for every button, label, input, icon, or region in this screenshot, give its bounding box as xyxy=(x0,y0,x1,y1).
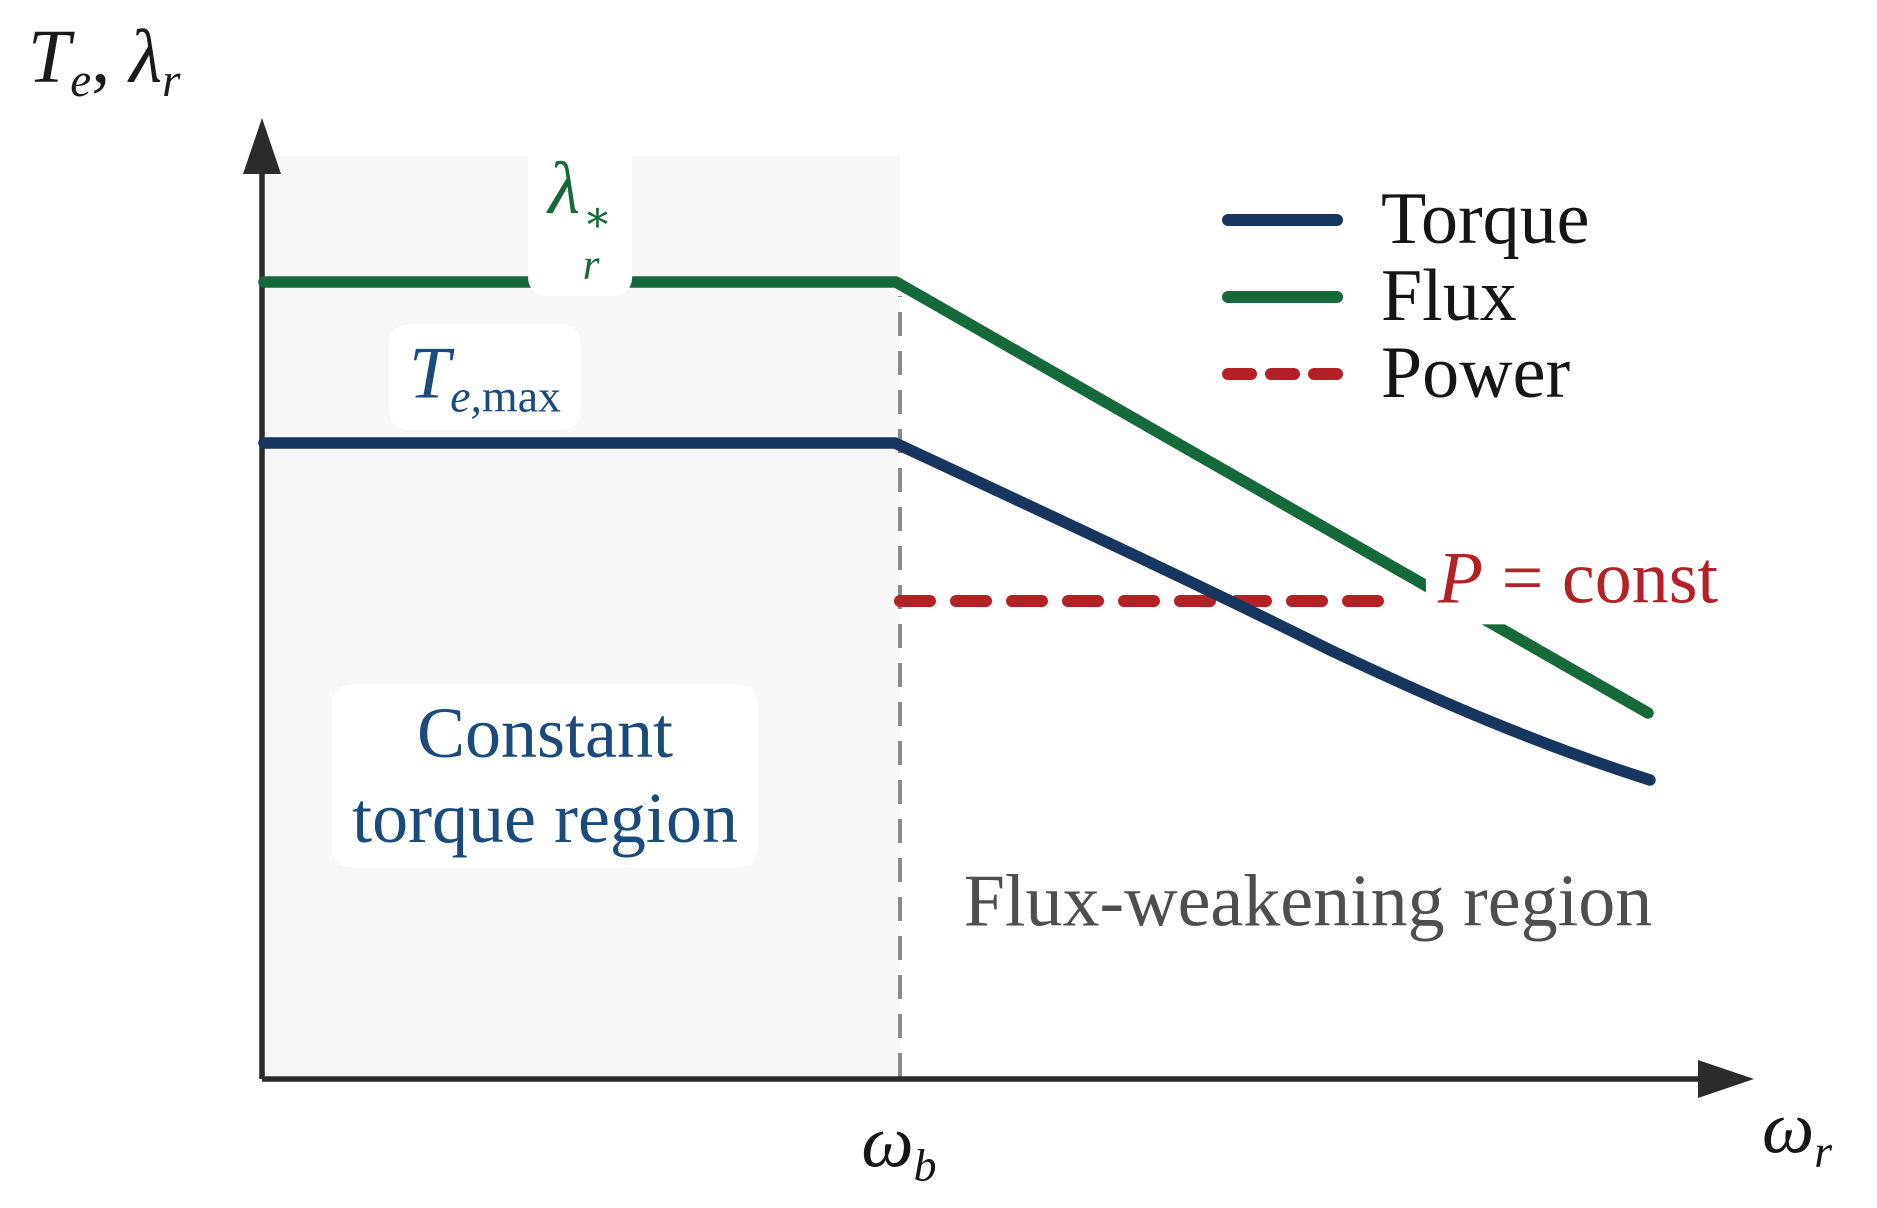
legend-label-torque: Torque xyxy=(1381,178,1590,260)
constant-power-label: P = const xyxy=(1425,533,1731,625)
flux-reference-label: λ∗r xyxy=(528,139,632,297)
legend-item-power: Power xyxy=(1222,332,1590,414)
legend-item-torque: Torque xyxy=(1222,178,1590,260)
max-torque-label: Te,max xyxy=(389,324,581,430)
legend-label-flux: Flux xyxy=(1381,255,1517,337)
y-axis-arrow-icon xyxy=(243,118,281,174)
legend-label-power: Power xyxy=(1381,332,1571,414)
torque-curve xyxy=(258,437,1656,786)
constant-torque-region-shade xyxy=(265,155,900,1076)
torque-line-swatch-icon xyxy=(1222,213,1343,226)
legend: Torque Flux Power xyxy=(1222,178,1590,414)
legend-item-flux: Flux xyxy=(1222,255,1590,337)
power-line-swatch-icon xyxy=(1222,367,1343,380)
flux-curve xyxy=(258,276,1654,719)
axes xyxy=(259,168,1702,1082)
flux-line-swatch-icon xyxy=(1222,290,1343,303)
base-speed-tick-label: ωb xyxy=(861,1101,937,1191)
x-axis-label: ωr xyxy=(1761,1087,1833,1177)
constant-torque-region-label: Constant torque region xyxy=(332,685,758,867)
flux-weakening-region-label: Flux-weakening region xyxy=(963,860,1653,943)
x-axis-arrow-icon xyxy=(1698,1060,1754,1098)
y-axis-title: Te, λr xyxy=(28,15,181,108)
